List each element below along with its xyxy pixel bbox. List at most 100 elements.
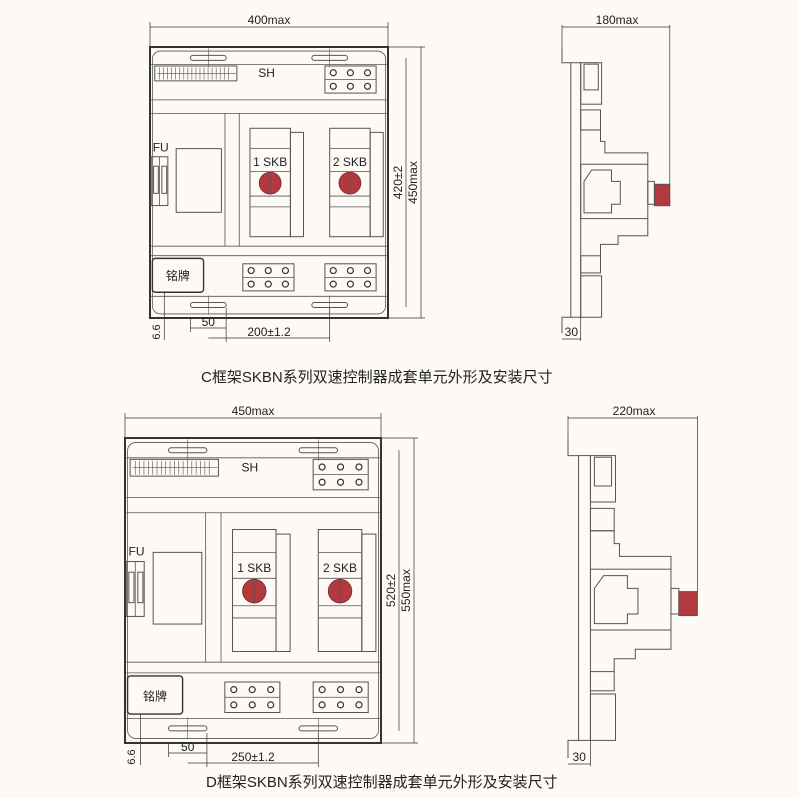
- terminal-screw: [281, 266, 290, 275]
- depth-dim-label: 220max: [613, 404, 656, 418]
- side-top-edge: [567, 438, 579, 457]
- slot-pitch-dim-label: 200±1.2: [247, 325, 291, 339]
- terminal-strip: [129, 458, 219, 477]
- height-dim-label: 450max: [406, 161, 420, 204]
- side-din-clip: [593, 575, 639, 625]
- sh-label: SH: [241, 461, 258, 475]
- control-window: [152, 551, 203, 625]
- width-dim-label: 450max: [232, 404, 275, 418]
- terminal-screw: [318, 463, 326, 471]
- terminal-screw: [281, 280, 290, 288]
- module-2skb-side-rail: [369, 131, 384, 238]
- module-2skb-side-rail: [361, 533, 377, 653]
- side-module-bottom: [600, 218, 649, 256]
- caption-d-frame: D框架SKBN系列双速控制器成套单元外形及安装尺寸: [206, 774, 558, 791]
- control-window: [175, 148, 222, 213]
- terminal-screw: [248, 701, 256, 709]
- terminal-screw: [363, 266, 372, 275]
- terminal-screw: [247, 266, 255, 275]
- terminal-screw: [346, 266, 354, 275]
- terminal-screw: [355, 701, 363, 709]
- side-base-plate: [578, 455, 591, 741]
- sh-label: SH: [258, 66, 275, 80]
- side-bottom-edge: [567, 739, 579, 758]
- terminal-screw: [363, 69, 372, 77]
- terminal-screw: [336, 701, 345, 709]
- terminal-screw: [355, 478, 363, 486]
- side-top-edge: [561, 47, 571, 64]
- module-2skb-label: 2 SKB: [323, 561, 357, 575]
- side-terminal-bottom: [580, 275, 603, 318]
- side-terminal-cap: [583, 63, 599, 91]
- module-2skb-label: 2 SKB: [333, 155, 367, 169]
- inner-height-dim-label: 520±2: [384, 574, 398, 608]
- terminal-screw: [264, 280, 272, 288]
- fuse: [128, 571, 135, 604]
- slot-dim-label: 50: [181, 740, 195, 754]
- terminal-screw: [247, 280, 255, 288]
- fuse: [153, 165, 159, 194]
- terminal-screw: [329, 82, 337, 90]
- side-module-body: [589, 568, 672, 631]
- side-terminal-bottom: [589, 693, 617, 741]
- terminal-screw: [336, 478, 345, 486]
- fu-label: FU: [129, 544, 145, 558]
- terminal-screw: [230, 686, 238, 694]
- side-block: [580, 255, 602, 274]
- height-dim-label: 550max: [399, 569, 413, 612]
- nameplate-label: 铭牌: [166, 268, 190, 283]
- terminal-screw: [230, 701, 238, 709]
- side-knob: [653, 183, 671, 207]
- terminal-screw: [329, 280, 337, 288]
- side-module-bottom: [613, 630, 672, 672]
- terminal-screw: [329, 266, 337, 275]
- terminal-screw: [329, 69, 337, 77]
- side-knob-shaft: [670, 587, 680, 615]
- base-dim-label: 30: [573, 750, 587, 764]
- fu-label: FU: [153, 140, 169, 154]
- width-dim-label: 400max: [248, 13, 291, 27]
- terminal-screw: [267, 686, 275, 694]
- fuse: [137, 571, 144, 604]
- inner-rounded-border: [151, 50, 387, 315]
- base-dim-label: 30: [565, 325, 579, 339]
- inner-rounded-border: [127, 442, 379, 739]
- nameplate: [151, 257, 205, 293]
- nameplate-label: 铭牌: [143, 688, 167, 703]
- terminal-screw: [346, 69, 354, 77]
- terminal-screw: [318, 686, 326, 694]
- terminal-screw: [363, 82, 372, 90]
- side-knob: [678, 591, 698, 617]
- fuse: [161, 165, 168, 194]
- module-1skb-side-rail: [289, 131, 305, 238]
- side-block: [580, 109, 602, 131]
- side-terminal-top: [589, 455, 617, 503]
- offset-dim-label: 6.6: [126, 749, 138, 764]
- terminal-screw: [248, 686, 256, 694]
- side-terminal-cap: [593, 456, 613, 487]
- terminal-screw: [264, 266, 272, 275]
- side-knob-shaft: [647, 180, 655, 205]
- terminal-screw: [336, 463, 345, 471]
- side-module-top: [590, 530, 672, 570]
- inner-height-dim-label: 420±2: [391, 166, 405, 200]
- side-block: [589, 507, 615, 532]
- nameplate: [126, 675, 184, 715]
- side-bottom-edge: [561, 316, 571, 333]
- terminal-screw: [267, 701, 275, 709]
- side-block: [589, 671, 615, 692]
- offset-dim-label: 6.6: [151, 324, 163, 339]
- terminal-screw: [355, 686, 363, 694]
- side-module-top: [580, 129, 649, 165]
- slot-pitch-dim-label: 250±1.2: [231, 750, 275, 764]
- depth-dim-label: 180max: [596, 13, 639, 27]
- module-1skb-label: 1 SKB: [237, 561, 271, 575]
- terminal-screw: [318, 701, 326, 709]
- slot-dim-label: 50: [202, 315, 216, 329]
- side-module-body: [580, 163, 649, 220]
- terminal-strip: [154, 65, 238, 82]
- caption-c-frame: C框架SKBN系列双速控制器成套单元外形及安装尺寸: [201, 369, 553, 386]
- side-terminal-top: [580, 62, 603, 105]
